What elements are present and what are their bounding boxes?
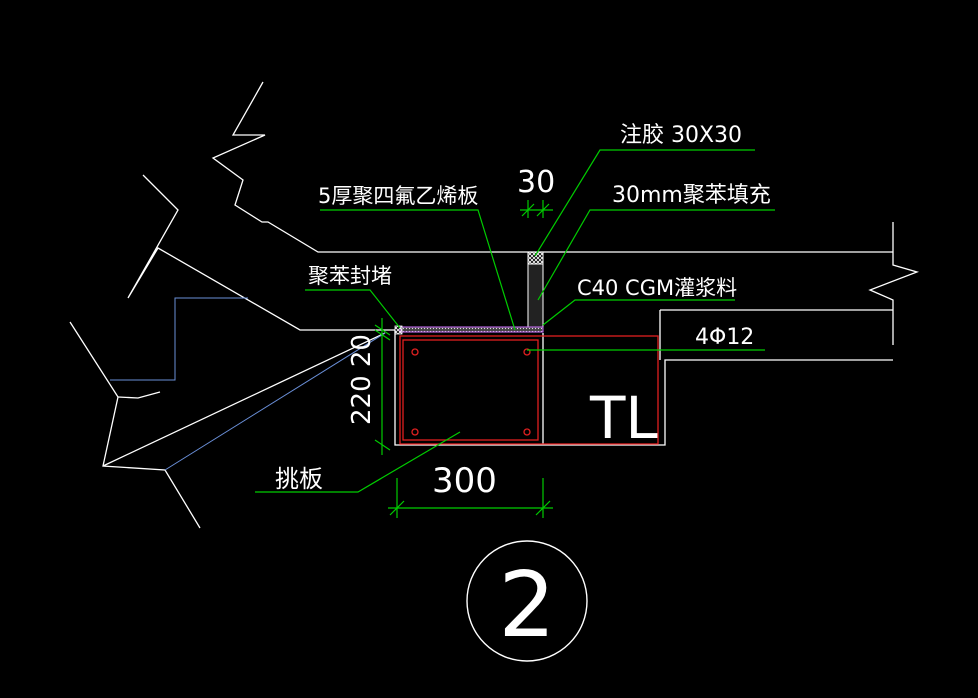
label-dim-300: 300 — [432, 461, 497, 501]
blue-line — [110, 297, 248, 381]
leader-foam-fill — [537, 209, 775, 301]
rebar-dot-bl — [411, 428, 419, 436]
leader-foam-seal — [305, 289, 401, 329]
detail-marker: 2 — [466, 540, 588, 662]
break-line-left-lower — [69, 321, 201, 529]
leader-ptfe — [320, 209, 516, 331]
break-line-right — [868, 222, 920, 345]
foam-fill-joint — [527, 263, 544, 331]
detail-circle — [466, 540, 588, 662]
label-ptfe: 5厚聚四氟乙烯板 — [318, 184, 478, 208]
label-slab: 挑板 — [275, 465, 323, 493]
label-grout: C40 CGM灌浆料 — [577, 276, 737, 300]
break-line-top — [211, 81, 893, 253]
label-beam-tl: TL — [589, 384, 658, 452]
dim-300-tick-left — [389, 500, 405, 516]
dim-300-tick-right — [535, 500, 551, 516]
detail-number: 2 — [498, 553, 555, 658]
rebar-dot-tr — [523, 348, 531, 356]
label-dim-30: 30 — [517, 165, 555, 200]
label-rebar: 4Φ12 — [695, 325, 754, 350]
diagonal-slab-line — [102, 332, 386, 467]
dim-vertical-tick-bot — [374, 439, 391, 451]
rebar-dot-tl — [411, 348, 419, 356]
stirrup-large — [399, 335, 659, 445]
blue-diagonal — [164, 332, 386, 471]
leader-grout — [542, 299, 735, 326]
ptfe-layer — [399, 326, 544, 333]
beam-body — [394, 310, 893, 446]
dim-vertical-tick-mid — [374, 329, 391, 341]
label-dim-220-20: 220 20 — [347, 334, 377, 425]
leader-injection — [534, 149, 755, 257]
break-line-left-mid — [117, 391, 161, 399]
label-foam-seal: 聚苯封堵 — [308, 264, 392, 288]
dim-vertical-tick-top — [374, 324, 391, 336]
dim-30-tick-right — [536, 203, 550, 217]
dim-30-tick-left — [521, 203, 535, 217]
leader-slab — [255, 431, 461, 493]
break-line-left — [127, 174, 395, 331]
rebar-dot-br — [523, 428, 531, 436]
label-foam-fill: 30mm聚苯填充 — [612, 183, 771, 208]
label-injection: 注胶 30X30 — [620, 123, 742, 148]
annotation-labels: 注胶 30X30 30 30mm聚苯填充 5厚聚四氟乙烯板 聚苯封堵 C40 C… — [275, 123, 771, 501]
leader-lines — [255, 149, 775, 518]
stirrup-small — [402, 339, 539, 441]
injection-sealant-block — [527, 251, 544, 265]
beam-outline — [394, 330, 893, 446]
rebar-cage — [399, 335, 659, 445]
foam-seal-block — [394, 325, 403, 335]
structure-lines — [69, 81, 920, 529]
